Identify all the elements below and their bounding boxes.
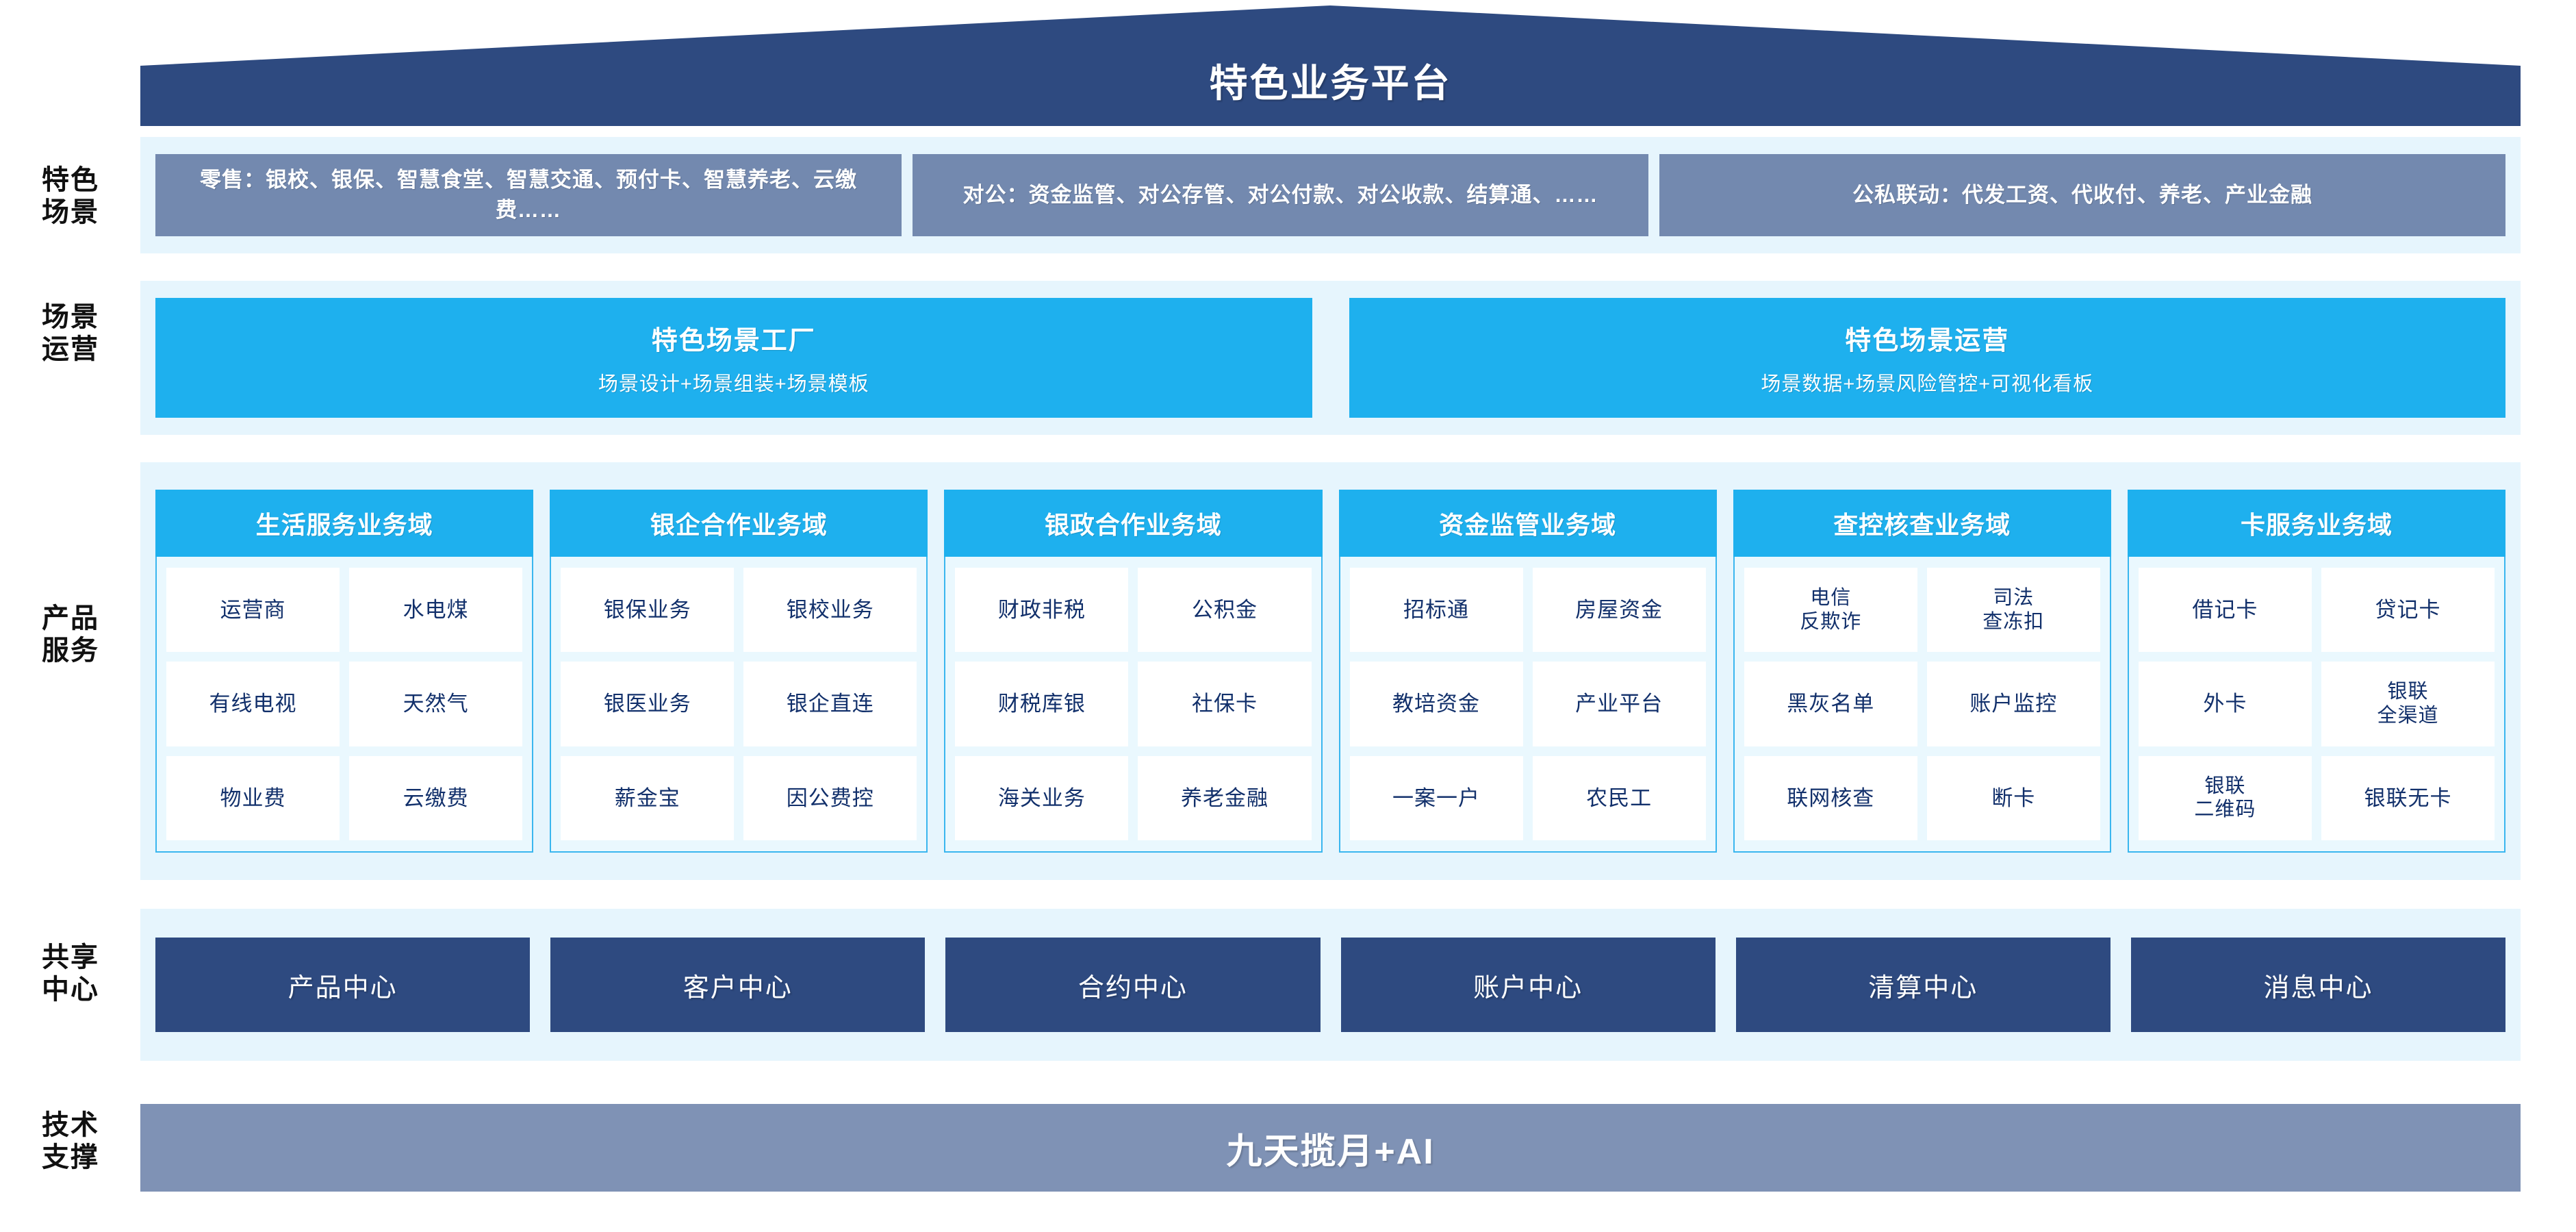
domain-item[interactable]: 账户监控: [1926, 662, 2100, 746]
row-label-tech-support: 技术支撑: [42, 1110, 99, 1173]
shared-center-customer[interactable]: 客户中心: [550, 938, 926, 1032]
shared-center-account[interactable]: 账户中心: [1340, 938, 1716, 1032]
shared-center-product[interactable]: 产品中心: [155, 938, 531, 1032]
domain-items: 运营商 水电煤 有线电视 天然气 物业费 云缴费: [155, 557, 534, 853]
domain-items: 借记卡 贷记卡 外卡 银联全渠道 银联二维码 银联无卡: [2127, 557, 2506, 853]
domain-item[interactable]: 司法查冻扣: [1926, 568, 2100, 653]
domain-item[interactable]: 一案一户: [1349, 755, 1523, 840]
scenario-factory-title: 特色场景工厂: [651, 327, 816, 355]
domain-item[interactable]: 银校业务: [743, 568, 917, 653]
domain-item[interactable]: 银联二维码: [2138, 755, 2312, 840]
domain-item[interactable]: 银企直连: [743, 662, 917, 746]
domain-item[interactable]: 公积金: [1138, 568, 1312, 653]
domain-title: 查控核查业务域: [1733, 490, 2111, 557]
domain-item[interactable]: 房屋资金: [1532, 568, 1706, 653]
scenario-operation-title: 特色场景运营: [1845, 327, 2010, 355]
row-label-product-services: 产品服务: [42, 603, 99, 666]
roof-shape: [140, 5, 2521, 126]
domain-item[interactable]: 财政非税: [955, 568, 1129, 653]
domain-bank-enterprise[interactable]: 银企合作业务域 银保业务 银校业务 银医业务 银企直连 薪金宝 因公费控: [550, 490, 928, 853]
product-services-band: 生活服务业务域 运营商 水电煤 有线电视 天然气 物业费 云缴费 银企合作业务域…: [140, 462, 2521, 880]
domain-item[interactable]: 外卡: [2138, 662, 2312, 746]
domain-item[interactable]: 运营商: [166, 568, 340, 653]
domain-item[interactable]: 薪金宝: [561, 755, 735, 840]
domain-title: 银政合作业务域: [944, 490, 1323, 557]
domain-item[interactable]: 联网核查: [1744, 755, 1917, 840]
row-label-shared-centers: 共享中心: [42, 942, 99, 1005]
page-title: 特色业务平台: [1209, 62, 1452, 105]
scenario-factory-box[interactable]: 特色场景工厂 场景设计+场景组装+场景模板: [155, 298, 1312, 418]
shared-center-clearing[interactable]: 清算中心: [1735, 938, 2110, 1032]
scenario-factory-subtitle: 场景设计+场景组装+场景模板: [598, 373, 869, 395]
shared-center-contract[interactable]: 合约中心: [945, 938, 1321, 1032]
domain-item[interactable]: 断卡: [1926, 755, 2100, 840]
domain-item[interactable]: 贷记卡: [2321, 568, 2495, 653]
domain-title: 资金监管业务域: [1338, 490, 1717, 557]
domain-item[interactable]: 财税库银: [955, 662, 1129, 746]
domain-item[interactable]: 社保卡: [1138, 662, 1312, 746]
scenarios-band: 零售：银校、银保、智慧食堂、智慧交通、预付卡、智慧养老、云缴费…… 对公：资金监…: [140, 137, 2521, 253]
domain-item[interactable]: 物业费: [166, 755, 340, 840]
domain-item[interactable]: 产业平台: [1532, 662, 1706, 746]
domain-item[interactable]: 银保业务: [561, 568, 735, 653]
domain-life-services[interactable]: 生活服务业务域 运营商 水电煤 有线电视 天然气 物业费 云缴费: [155, 490, 534, 853]
scenario-box-retail[interactable]: 零售：银校、银保、智慧食堂、智慧交通、预付卡、智慧养老、云缴费……: [155, 154, 902, 236]
domain-item[interactable]: 有线电视: [166, 662, 340, 746]
domain-bank-government[interactable]: 银政合作业务域 财政非税 公积金 财税库银 社保卡 海关业务 养老金融: [944, 490, 1323, 853]
domain-items: 财政非税 公积金 财税库银 社保卡 海关业务 养老金融: [944, 557, 1323, 853]
domain-item[interactable]: 电信反欺诈: [1744, 568, 1917, 653]
domain-item[interactable]: 银联无卡: [2321, 755, 2495, 840]
platform-roof-banner: 特色业务平台: [140, 5, 2521, 126]
domain-item[interactable]: 黑灰名单: [1744, 662, 1917, 746]
domain-item[interactable]: 教培资金: [1349, 662, 1523, 746]
domain-item[interactable]: 养老金融: [1138, 755, 1312, 840]
domain-card-services[interactable]: 卡服务业务域 借记卡 贷记卡 外卡 银联全渠道 银联二维码 银联无卡: [2127, 490, 2506, 853]
tech-support-label: 九天揽月+AI: [1226, 1131, 1435, 1172]
domain-title: 生活服务业务域: [155, 490, 534, 557]
row-label-scenarios: 特色场景: [42, 165, 99, 228]
domain-item[interactable]: 云缴费: [349, 755, 523, 840]
row-label-scenario-ops: 场景运营: [42, 302, 99, 365]
shared-center-message[interactable]: 消息中心: [2130, 938, 2506, 1032]
domain-fund-supervision[interactable]: 资金监管业务域 招标通 房屋资金 教培资金 产业平台 一案一户 农民工: [1338, 490, 1717, 853]
domain-item[interactable]: 农民工: [1532, 755, 1706, 840]
domain-title: 卡服务业务域: [2127, 490, 2506, 557]
shared-centers-band: 产品中心 客户中心 合约中心 账户中心 清算中心 消息中心: [140, 909, 2521, 1061]
scenario-operation-box[interactable]: 特色场景运营 场景数据+场景风险管控+可视化看板: [1349, 298, 2505, 418]
tech-support-band[interactable]: 九天揽月+AI: [140, 1104, 2521, 1192]
domain-items: 招标通 房屋资金 教培资金 产业平台 一案一户 农民工: [1338, 557, 1717, 853]
domain-item[interactable]: 银联全渠道: [2321, 662, 2495, 746]
domain-item[interactable]: 借记卡: [2138, 568, 2312, 653]
scenario-operation-subtitle: 场景数据+场景风险管控+可视化看板: [1761, 373, 2094, 395]
domain-items: 电信反欺诈 司法查冻扣 黑灰名单 账户监控 联网核查 断卡: [1733, 557, 2111, 853]
domain-item[interactable]: 招标通: [1349, 568, 1523, 653]
domain-item[interactable]: 海关业务: [955, 755, 1129, 840]
scenario-box-public-private[interactable]: 公私联动：代发工资、代收付、养老、产业金融: [1659, 154, 2505, 236]
scenario-box-corporate[interactable]: 对公：资金监管、对公存管、对公付款、对公收款、结算通、……: [913, 154, 1648, 236]
domain-items: 银保业务 银校业务 银医业务 银企直连 薪金宝 因公费控: [550, 557, 928, 853]
scenario-operations-band: 特色场景工厂 场景设计+场景组装+场景模板 特色场景运营 场景数据+场景风险管控…: [140, 281, 2521, 435]
domain-item[interactable]: 天然气: [349, 662, 523, 746]
domain-item[interactable]: 因公费控: [743, 755, 917, 840]
domain-investigation-control[interactable]: 查控核查业务域 电信反欺诈 司法查冻扣 黑灰名单 账户监控 联网核查 断卡: [1733, 490, 2111, 853]
domain-item[interactable]: 水电煤: [349, 568, 523, 653]
domain-item[interactable]: 银医业务: [561, 662, 735, 746]
domain-title: 银企合作业务域: [550, 490, 928, 557]
